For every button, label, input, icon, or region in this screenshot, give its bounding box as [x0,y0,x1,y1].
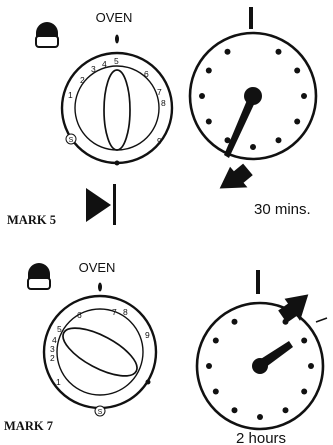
hour-timer-dial[interactable] [197,303,323,429]
timer-dot [283,407,289,413]
oven-label: OVEN [79,260,116,275]
timer-dot [250,144,256,150]
dial-s-symbol-text: S [98,409,103,416]
oven-pointer-mark [115,35,119,44]
dial-number: 6 [77,310,82,320]
dial-number: 8 [161,98,166,108]
oven-temperature-dial[interactable]: 1 2 3 4 5 6 7 8 9 S [44,296,156,416]
timer-top-mark [249,7,253,29]
mark-arrow-icon [86,188,111,222]
timer-dot [308,363,314,369]
timer-dot [276,49,282,55]
dial-number: 2 [80,75,85,85]
timer-top-mark [256,270,260,294]
timer-dot [257,414,263,420]
timer-dot [294,68,300,74]
dial-number: 7 [157,87,162,97]
dial-number: 8 [123,307,128,317]
minute-timer-dial[interactable] [190,33,316,159]
timer-pointer-tick [316,318,327,322]
panel-mark-5: OVEN 1 2 3 4 5 6 7 8 9 S [7,7,316,227]
timer-dot [225,49,231,55]
dial-number: 1 [68,90,73,100]
mark-bar [113,184,116,225]
timer-dot [213,338,219,344]
timer-dot [232,319,238,325]
timer-dot [213,389,219,395]
dial-number: 3 [91,64,96,74]
dial-number: 7 [112,307,117,317]
dial-number: 2 [50,353,55,363]
timer-label: 30 mins. [254,201,311,218]
dial-number: 9 [157,136,162,146]
oven-selector-switch-icon [36,22,58,47]
timer-dot [199,93,205,99]
dial-dot [146,380,151,385]
dial-dot [115,161,120,166]
dial-number: 9 [145,330,150,340]
timer-dot [301,389,307,395]
dial-number: 4 [52,335,57,345]
timer-hub [244,87,262,105]
timer-dot [301,338,307,344]
timer-pointer-arrow-icon [213,159,256,202]
timer-dot [206,119,212,125]
dial-number: 5 [57,324,62,334]
timer-dot [301,93,307,99]
dial-number: 3 [50,344,55,354]
timer-hub [252,358,268,374]
timer-dot [232,407,238,413]
oven-pointer-mark [98,283,102,292]
dial-number: 5 [114,56,119,66]
timer-dot [294,119,300,125]
dial-number: 4 [102,59,107,69]
timer-dot [206,363,212,369]
dial-s-symbol-text: S [69,137,74,144]
dial-knob [57,309,143,395]
timer-dot [206,68,212,74]
panel-mark-7: OVEN 1 2 3 4 5 6 7 8 9 S [4,260,327,445]
oven-temperature-dial[interactable]: 1 2 3 4 5 6 7 8 9 S [62,53,172,166]
timer-label: 2 hours [236,430,286,445]
timer-dot [276,137,282,143]
dial-number: 6 [144,69,149,79]
mark-label: MARK 5 [7,213,56,227]
dial-number: 1 [56,377,61,387]
oven-selector-switch-icon [28,263,50,289]
oven-label: OVEN [96,10,133,25]
mark-label: MARK 7 [4,419,53,433]
